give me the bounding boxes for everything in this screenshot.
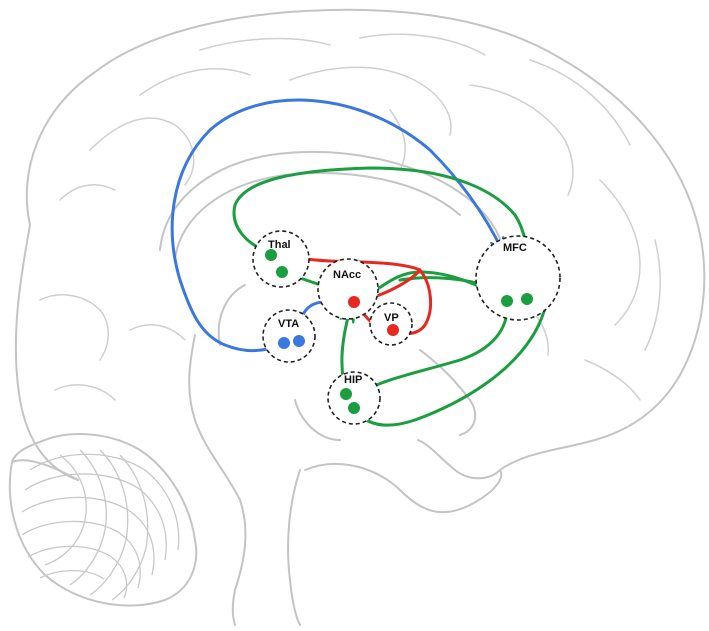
hip-neuron-1 bbox=[340, 388, 352, 400]
mfc-region-border bbox=[475, 235, 561, 321]
vp-neuron bbox=[387, 324, 399, 336]
region-nacc: NAcc bbox=[317, 258, 379, 320]
region-vp: VP bbox=[369, 302, 413, 346]
brain-outline bbox=[11, 8, 706, 626]
region-vta: VTA bbox=[262, 309, 316, 363]
vp-region-border bbox=[369, 302, 413, 346]
mfc-neuron-2 bbox=[521, 293, 533, 305]
vta-label: VTA bbox=[278, 318, 299, 330]
vta-to-mfc-pathway bbox=[170, 98, 502, 353]
mfc-to-thal-loop-pathway bbox=[232, 166, 527, 275]
nacc-neuron bbox=[348, 296, 360, 308]
region-hip: HIP bbox=[327, 371, 381, 425]
thal-neuron-1 bbox=[265, 249, 277, 261]
nacc-label: NAcc bbox=[333, 269, 361, 281]
thal-neuron-2 bbox=[276, 266, 288, 278]
hip-region-border bbox=[327, 371, 381, 425]
hip-neuron-2 bbox=[348, 402, 360, 414]
mfc-to-hip-pathway bbox=[358, 299, 509, 394]
thal-label: Thal bbox=[268, 239, 291, 251]
vp-label: VP bbox=[384, 312, 399, 324]
nacc-region-border bbox=[317, 258, 379, 320]
vta-region-border bbox=[262, 309, 316, 363]
cerebellum bbox=[8, 433, 198, 607]
vta-neuron-1 bbox=[278, 337, 290, 349]
vta-neuron-2 bbox=[293, 335, 305, 347]
hip-label: HIP bbox=[344, 374, 362, 386]
region-mfc: MFC bbox=[475, 235, 561, 321]
region-thal: Thal bbox=[252, 230, 310, 288]
mfc-neuron-1 bbox=[501, 295, 513, 307]
brain-gyri bbox=[39, 33, 661, 401]
thal-region-border bbox=[252, 230, 310, 288]
mfc-label: MFC bbox=[503, 242, 527, 254]
